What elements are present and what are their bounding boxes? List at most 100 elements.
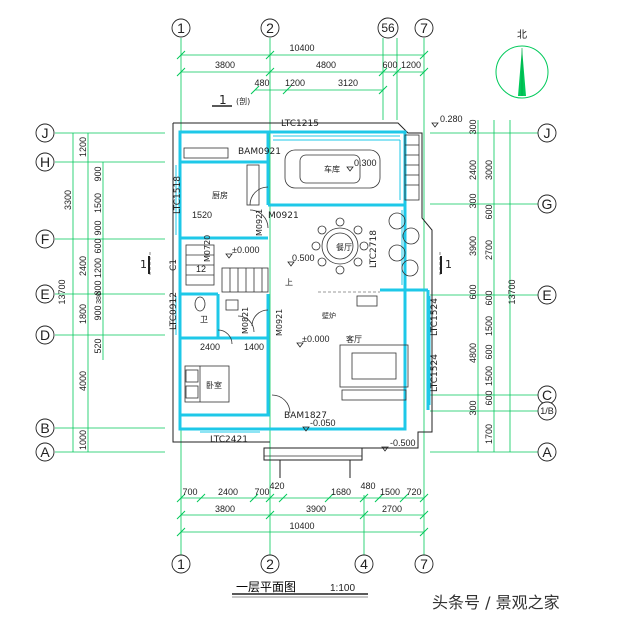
label-section-1-right: 1 xyxy=(445,258,452,271)
dim-top-3120: 3120 xyxy=(338,78,358,88)
level-m0500: -0.500 xyxy=(390,438,416,448)
dim-bottom-700a: 700 xyxy=(182,487,197,497)
dim-right-300a: 300 xyxy=(468,119,478,134)
room-dim-1400: 1400 xyxy=(244,342,264,352)
dim-bottom-720: 720 xyxy=(406,487,421,497)
dim-bottom-3800: 3800 xyxy=(215,504,235,514)
axis-bottom-2: 2 xyxy=(266,556,274,572)
room-living: 客厅 xyxy=(346,334,362,344)
dim-top-480: 480 xyxy=(254,78,269,88)
room-dining: 餐厅 xyxy=(336,243,352,252)
dim-right-600c: 600 xyxy=(484,344,494,359)
watermark: 头条号 / 景观之家 xyxy=(432,593,560,612)
dim-left-1500: 1500 xyxy=(93,193,103,213)
label-stair-12: 12 xyxy=(196,264,206,274)
axis-left-a: A xyxy=(40,444,50,460)
label-ltc2718: LTC2718 xyxy=(369,230,379,268)
level-markers xyxy=(225,122,439,452)
title-text: 一层平面图 xyxy=(236,580,296,594)
dim-right-300b: 300 xyxy=(468,193,478,208)
dim-left-800: 800 xyxy=(93,280,103,295)
level-0300: 0.300 xyxy=(354,158,377,168)
label-ltc0912: LTC0912 xyxy=(169,292,179,330)
dim-left-900b: 900 xyxy=(93,220,103,235)
dim-left-1800: 1800 xyxy=(78,304,88,324)
dim-left-900a: 900 xyxy=(93,166,103,181)
dim-right-600a: 600 xyxy=(484,204,494,219)
axis-left-e: E xyxy=(40,286,49,302)
dim-right-4800: 4800 xyxy=(468,343,478,363)
dim-left-2400: 2400 xyxy=(78,256,88,276)
axis-top-56: 56 xyxy=(381,21,395,35)
dim-bottom-1680: 1680 xyxy=(331,487,351,497)
label-ltc1524-a: LTC1524 xyxy=(430,298,440,336)
axis-bottom-7: 7 xyxy=(420,556,428,572)
north-arrow xyxy=(495,45,549,99)
label-m0921-b: M0921 xyxy=(255,209,264,236)
dim-right-1500a: 1500 xyxy=(484,316,494,336)
dim-right-600b: 600 xyxy=(484,290,494,305)
dim-left-1200: 1200 xyxy=(78,137,88,157)
dim-left-600: 600 xyxy=(93,238,103,253)
axis-right-g: G xyxy=(542,196,553,212)
dim-right-2400: 2400 xyxy=(468,160,478,180)
label-bam0921: BAM0921 xyxy=(238,147,281,157)
room-fireplace: 壁炉 xyxy=(322,311,336,320)
dim-bottom-480: 480 xyxy=(360,481,375,491)
axis-top-2: 2 xyxy=(266,20,274,36)
label-m0821: M0821 xyxy=(241,307,250,334)
axis-right-a: A xyxy=(542,444,552,460)
axis-left-d: D xyxy=(40,327,50,343)
dim-top-total: 10400 xyxy=(289,43,314,53)
dim-bottom-700b: 700 xyxy=(254,487,269,497)
axis-top-1: 1 xyxy=(177,20,185,36)
dim-bottom-2400: 2400 xyxy=(218,487,238,497)
dim-top-600: 600 xyxy=(382,60,397,70)
label-m0921-c: M0921 xyxy=(275,309,284,336)
section-marks xyxy=(148,256,442,274)
dim-bottom-total: 10400 xyxy=(289,521,314,531)
dim-bottom-420: 420 xyxy=(269,481,284,491)
dim-left-1200b: 1200 xyxy=(93,258,103,278)
label-m0921-a: M0921 xyxy=(268,211,299,221)
dim-right-total: 13700 xyxy=(507,279,517,304)
label-section-tag: 1 xyxy=(219,93,227,107)
dim-left-3300: 3300 xyxy=(63,190,73,210)
room-dim-2400: 2400 xyxy=(200,342,220,352)
axis-right-c: C xyxy=(542,387,552,403)
label-ltc1215: LTC1215 xyxy=(281,119,319,129)
room-kitchen: 厨房 xyxy=(212,190,228,200)
axis-right-e: E xyxy=(542,287,551,303)
dim-right-3900: 3900 xyxy=(468,236,478,256)
room-garage: 车库 xyxy=(324,164,340,174)
level-0500: 0.500 xyxy=(292,253,315,263)
dim-bottom-2700: 2700 xyxy=(382,504,402,514)
dim-bottom-3900: 3900 xyxy=(306,504,326,514)
dim-right-600d: 600 xyxy=(484,390,494,405)
axis-left-f: F xyxy=(41,231,50,247)
axis-grid xyxy=(55,38,545,555)
axis-left-j: J xyxy=(42,125,49,141)
dim-right-3000: 3000 xyxy=(484,160,494,180)
dim-left-380: 380 xyxy=(96,292,103,304)
dim-left-900c: 900 xyxy=(93,305,103,320)
axis-left-h: H xyxy=(40,154,50,170)
axis-right-1b: 1/B xyxy=(540,406,554,416)
axis-left-b: B xyxy=(40,420,49,436)
walls xyxy=(178,130,430,431)
building-outline xyxy=(172,122,433,478)
dim-bottom-1500: 1500 xyxy=(380,487,400,497)
level-m0050: -0.050 xyxy=(310,418,336,428)
dim-top-1200: 1200 xyxy=(401,60,421,70)
dim-top-1200b: 1200 xyxy=(285,78,305,88)
north-label: 北 xyxy=(517,29,527,41)
title-scale: 1:100 xyxy=(330,583,355,594)
room-bedroom: 卧室 xyxy=(206,380,222,390)
axis-bubbles xyxy=(35,17,557,574)
dim-right-300c: 300 xyxy=(468,400,478,415)
label-ltc1524-b: LTC1524 xyxy=(430,354,440,392)
dim-left-4000: 4000 xyxy=(78,371,88,391)
label-c1: C1 xyxy=(169,259,179,271)
level-pm0000-a: ±0.000 xyxy=(232,245,259,255)
